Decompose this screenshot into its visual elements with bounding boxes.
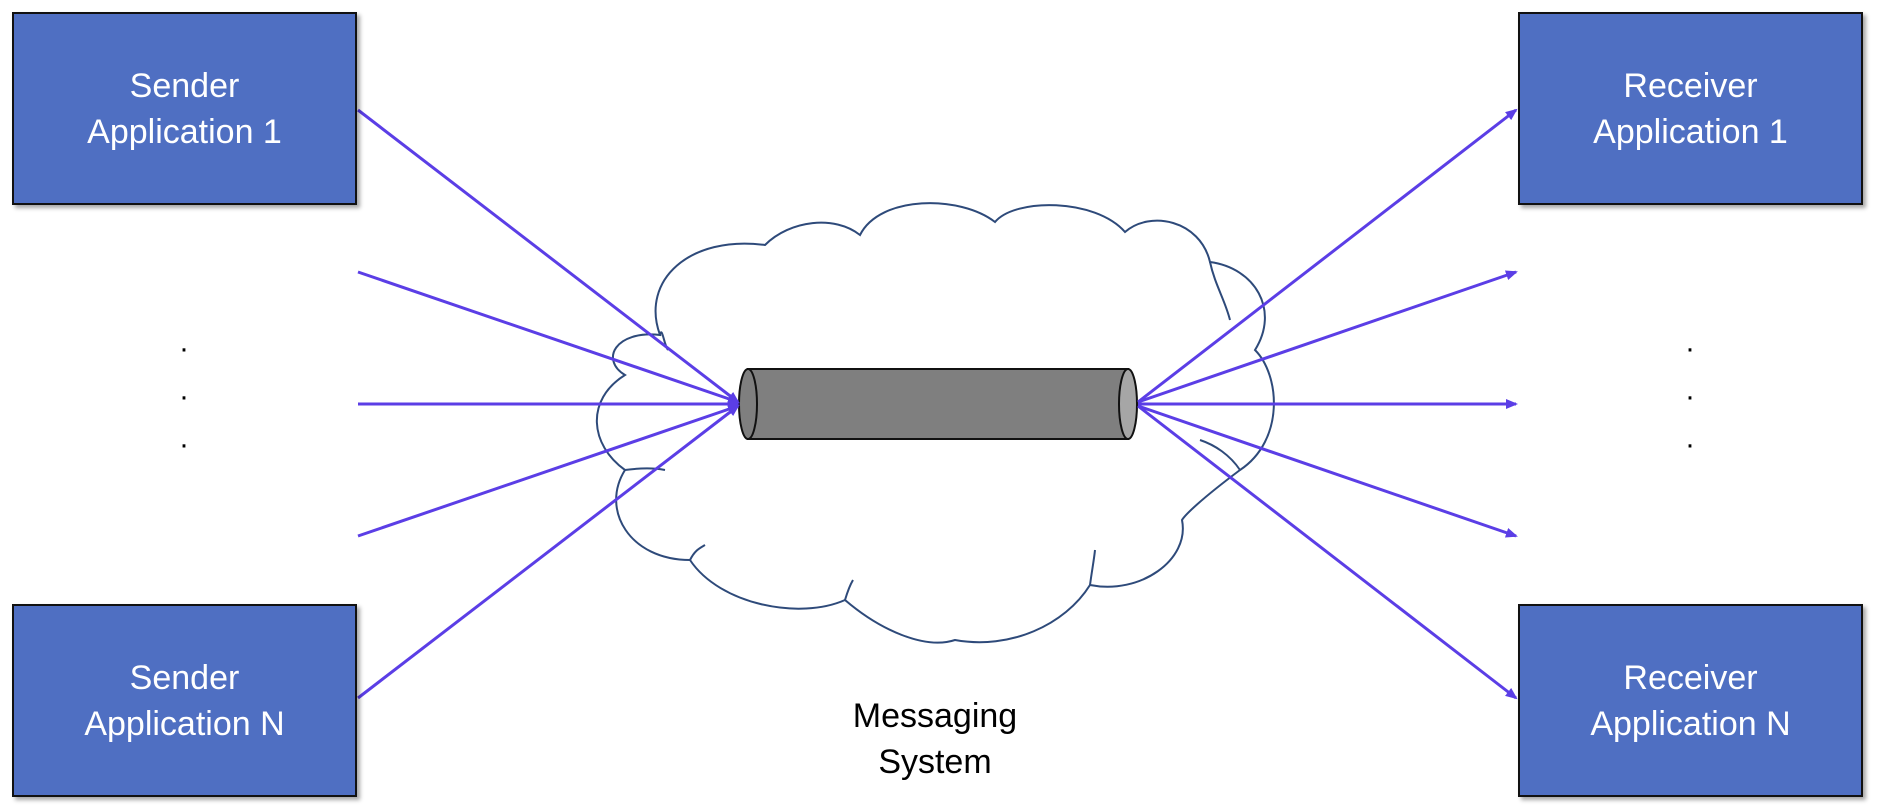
sender-application-1-box: Sender Application 1 — [12, 12, 357, 205]
channel-body — [747, 368, 1129, 440]
receiver-1-line1: Receiver — [1623, 66, 1758, 105]
arrow-receiver-n — [1137, 404, 1518, 700]
sender-dot-3: · — [179, 428, 189, 461]
channel-left-cap — [738, 368, 758, 440]
sender-1-line1: Sender — [129, 66, 240, 105]
sender-dot-1: · — [179, 332, 189, 365]
receiver-dot-1: · — [1685, 332, 1695, 365]
receiver-dot-2: · — [1685, 380, 1695, 413]
channel-right-cap — [1118, 368, 1138, 440]
receiver-ellipsis: · · · — [1675, 325, 1705, 469]
arrow-sender-n — [357, 404, 740, 700]
receiver-arrows — [1137, 108, 1518, 700]
sender-application-n-box: Sender Application N — [12, 604, 357, 797]
arrow-receiver-2 — [1137, 270, 1518, 404]
arrow-sender-4 — [357, 404, 740, 538]
sender-n-line1: Sender — [129, 658, 240, 697]
messaging-label-line2: System — [878, 743, 992, 781]
receiver-1-line2: Application 1 — [1593, 112, 1788, 151]
receiver-n-line2: Application N — [1590, 704, 1791, 743]
messaging-system-label: Messaging System — [835, 693, 1035, 785]
receiver-n-line1: Receiver — [1623, 658, 1758, 697]
arrow-sender-1 — [357, 108, 740, 404]
arrow-sender-2 — [357, 270, 740, 404]
sender-arrows — [357, 108, 740, 700]
message-channel — [738, 368, 1138, 440]
messaging-label-line1: Messaging — [852, 697, 1018, 735]
sender-dot-2: · — [179, 380, 189, 413]
sender-1-line2: Application 1 — [87, 112, 282, 151]
receiver-application-n-box: Receiver Application N — [1518, 604, 1863, 797]
receiver-dot-3: · — [1685, 428, 1695, 461]
sender-ellipsis: · · · — [169, 325, 199, 469]
sender-n-line2: Application N — [84, 704, 285, 743]
arrow-receiver-4 — [1137, 404, 1518, 538]
receiver-application-1-box: Receiver Application 1 — [1518, 12, 1863, 205]
arrow-receiver-1 — [1137, 108, 1518, 404]
